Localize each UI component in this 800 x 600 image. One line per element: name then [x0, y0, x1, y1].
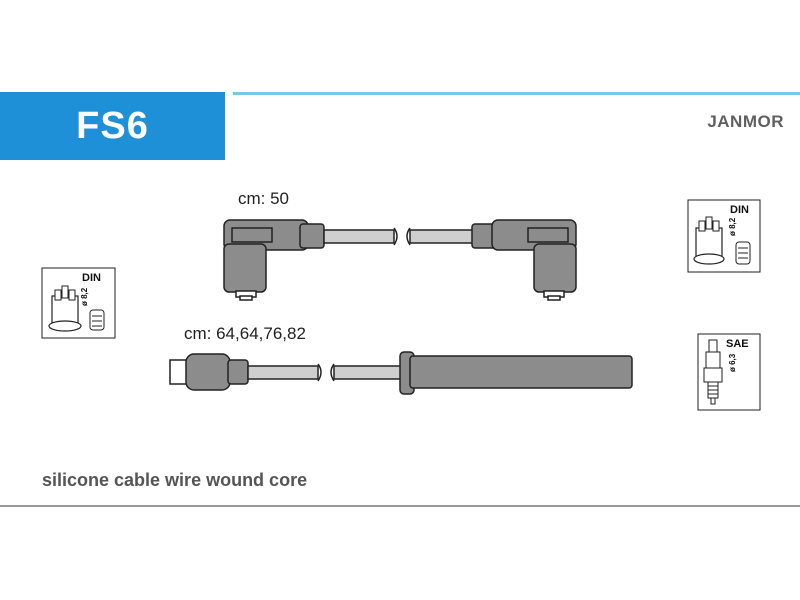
top-cable-right-boot: [471, 219, 577, 301]
right-din-label: DIN: [730, 204, 749, 216]
bottom-cable-plug-boot: [399, 351, 633, 395]
top-cable-wire-left: [323, 227, 398, 246]
left-din-spec: ø 8,2: [80, 287, 89, 306]
header-rule: [233, 92, 800, 95]
right-sae-connector-icon: [697, 333, 761, 411]
brand-name: JANMOR: [707, 112, 784, 131]
bottom-cable-wire-left: [247, 363, 322, 382]
cable-description: silicone cable wire wound core: [42, 470, 308, 490]
right-sae-spec: ø 6,3: [728, 353, 737, 372]
top-cable-wire-right: [406, 227, 475, 246]
top-cable-left-boot: [223, 219, 325, 301]
left-din-label: DIN: [82, 272, 101, 284]
product-code: FS6: [76, 104, 149, 147]
left-din-connector-icon: [41, 267, 116, 339]
bottom-cable-length-label: cm: 64,64,76,82: [184, 324, 306, 343]
product-code-box: FS6: [0, 92, 225, 160]
right-din-connector-icon: [687, 199, 761, 273]
bottom-cable-wire-right: [330, 363, 403, 382]
right-din-spec: ø 8,2: [728, 217, 737, 236]
footer-rule: [0, 505, 800, 507]
right-sae-label: SAE: [726, 338, 749, 350]
top-cable-length-label: cm: 50: [238, 189, 290, 208]
bottom-cable-left-boot: [169, 353, 249, 391]
